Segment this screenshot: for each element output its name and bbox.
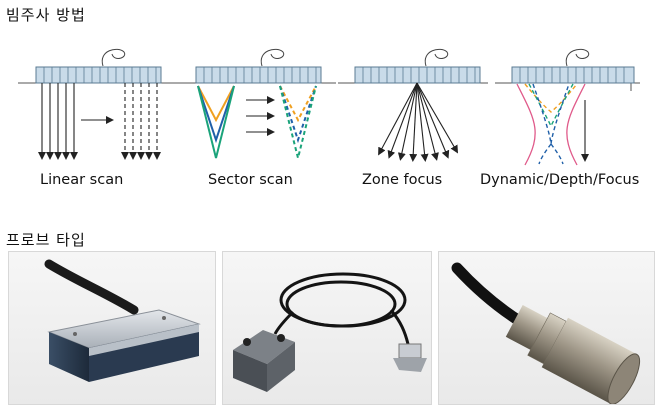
probe-photo-wedge xyxy=(222,251,432,405)
sector-scan-diagram xyxy=(176,40,341,170)
probe-photo-cylindrical xyxy=(438,251,655,405)
probe-types-title: 프로브 타입 xyxy=(6,231,86,249)
beam-scan-methods-title: 빔주사 방법 xyxy=(6,6,86,24)
sector-scan-caption: Sector scan xyxy=(208,172,293,188)
zone-focus-diagram xyxy=(338,40,503,170)
zone-focus-caption: Zone focus xyxy=(362,172,443,188)
probe-photo-rectangular xyxy=(8,251,216,405)
dynamic-depth-focus-caption: Dynamic/Depth/Focus xyxy=(480,172,640,188)
dynamic-depth-focus-diagram xyxy=(495,40,660,170)
linear-scan-diagram xyxy=(18,40,183,170)
linear-scan-caption: Linear scan xyxy=(40,172,124,188)
